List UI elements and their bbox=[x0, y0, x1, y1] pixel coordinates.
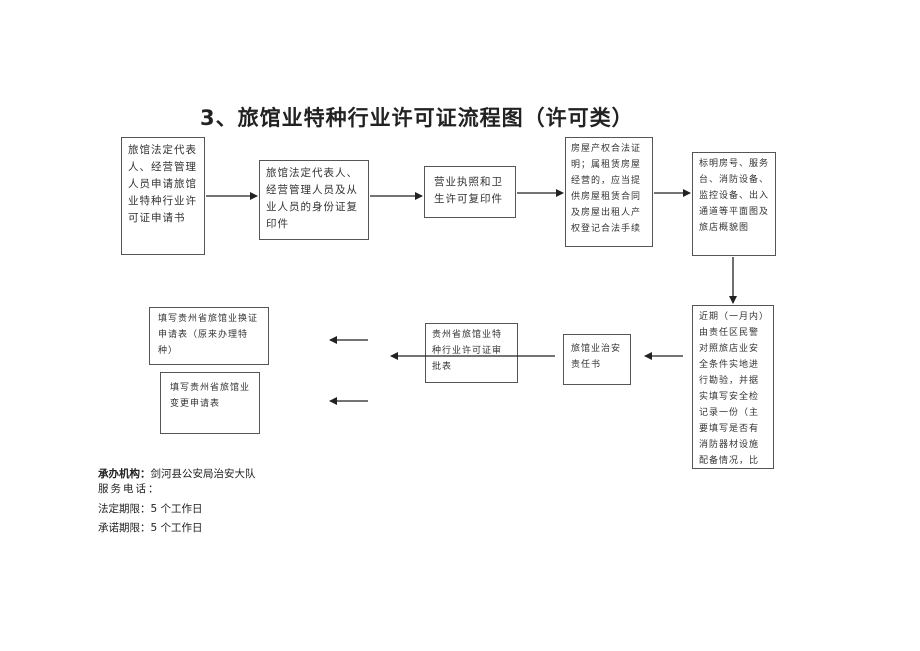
organizer-line: 承办机构：剑河县公安局治安大队 bbox=[98, 466, 256, 481]
service-phone: 服务电话： bbox=[98, 483, 161, 495]
legal-period: 法定期限：5 个工作日 bbox=[98, 503, 203, 515]
box-identity-copies: 旅馆法定代表人、经营管理人员及从业人员的身份证复印件 bbox=[259, 160, 369, 240]
box-renewal-application: 填写贵州省旅馆业换证申请表（原来办理特种） bbox=[149, 307, 269, 365]
box-security-responsibility: 旅馆业治安责任书 bbox=[563, 334, 631, 385]
box-application-form: 旅馆法定代表人、经营管理人员申请旅馆业特种行业许可证申请书 bbox=[121, 137, 205, 255]
organizer-value: 剑河县公安局治安大队 bbox=[150, 468, 256, 480]
box-site-inspection: 近期（一月内）由责任区民警对照旅店业安全条件实地进行勘验，并据实填写安全检记录一… bbox=[692, 305, 774, 469]
organizer-label: 承办机构： bbox=[98, 468, 151, 480]
page-title: 3、旅馆业特种行业许可证流程图（许可类） bbox=[200, 106, 634, 130]
promised-period: 承诺期限：5 个工作日 bbox=[98, 522, 203, 534]
box-business-license: 营业执照和卫生许可复印件 bbox=[424, 166, 516, 218]
box-property-proof: 房屋产权合法证明；属租赁房屋经营的，应当提供房屋租赁合同及房屋出租人产权登记合法… bbox=[565, 137, 653, 247]
box-approval-form: 贵州省旅馆业特种行业许可证审批表 bbox=[425, 323, 518, 383]
box-change-application: 填写贵州省旅馆业变更申请表 bbox=[160, 372, 260, 434]
box-floor-plan: 标明房号、服务台、消防设备、监控设备、出入通道等平面图及旅店概貌图 bbox=[692, 152, 776, 256]
